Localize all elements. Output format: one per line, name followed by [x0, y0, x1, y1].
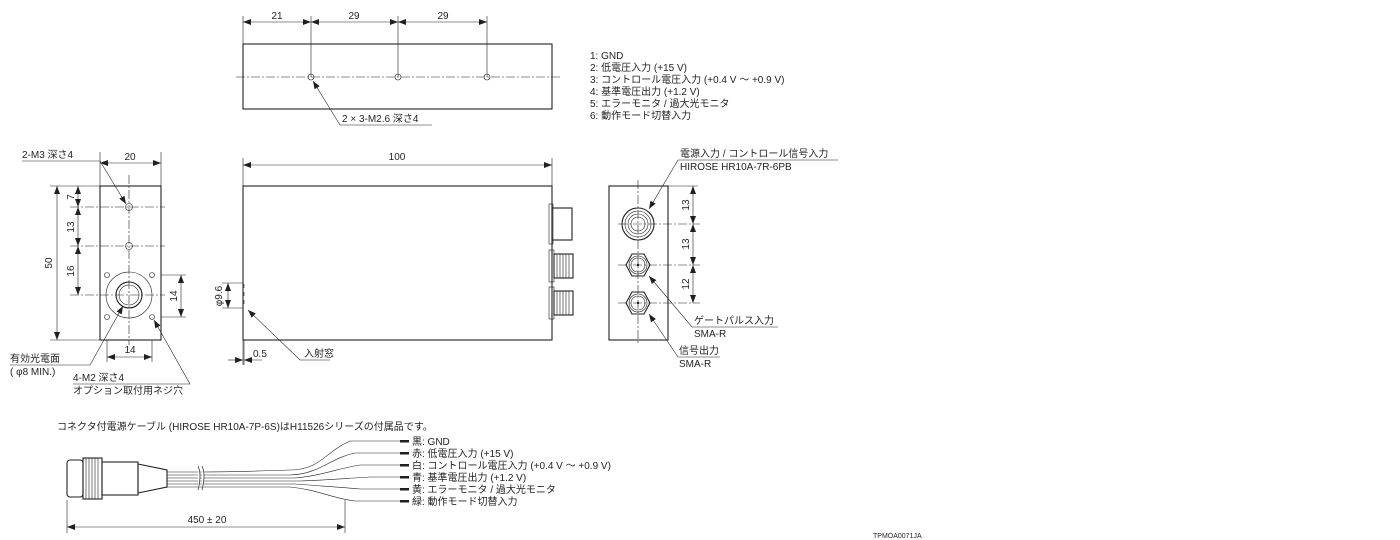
m2-note: 4-M2 深さ4	[73, 372, 125, 384]
front-view-body	[99, 185, 162, 341]
dim-lens-h: 14	[124, 345, 136, 356]
power-connector-model: HIROSE HR10A-7R-6PB	[680, 162, 792, 173]
pin-item: 3: コントロール電圧入力 (+0.4 V ～ +0.9 V)	[590, 73, 785, 86]
dim-29: 29	[348, 11, 360, 22]
power-connector	[551, 207, 573, 241]
pin-item: 6: 動作モード切替入力	[590, 109, 691, 122]
power-cable: コネクタ付電源ケーブル (HIROSE HR10A-7P-6S)はH11526シ…	[57, 420, 611, 533]
drawing-id: TPMOA0071JA	[873, 533, 922, 540]
dim-7: 7	[66, 194, 77, 200]
wire-label: 緑: 動作モード切替入力	[412, 495, 518, 508]
sma-gate-port	[625, 253, 651, 277]
pin-item: 4: 基準電圧出力 (+1.2 V)	[590, 85, 700, 98]
dim-29: 29	[437, 11, 449, 22]
top-view: 21 29 29 2 × 3-M2.6 深さ4	[236, 11, 560, 126]
side-view-body	[242, 185, 553, 341]
m2-hole	[104, 272, 110, 278]
pin-list: 1: GND 2: 低電圧入力 (+15 V) 3: コントロール電圧入力 (+…	[590, 51, 785, 122]
gate-connector-model: SMA-R	[694, 329, 726, 340]
cable-length-dim: 450 ± 20	[188, 515, 227, 526]
photocathode-label: 有効光電面	[10, 352, 60, 365]
back-view: 13 13 12 電源入力 / コントロール信号入力 HIROSE HR10A-…	[608, 147, 838, 370]
cable-connector-cap	[66, 459, 84, 498]
wire-label: 黄: エラーモニタ / 過大光モニタ	[412, 483, 556, 496]
side-view: 100 φ9.6 0.5 入射窓	[214, 152, 574, 365]
m2-hole	[149, 314, 155, 320]
signal-connector-model: SMA-R	[679, 359, 711, 370]
cable-note: コネクタ付電源ケーブル (HIROSE HR10A-7P-6S)はH11526シ…	[57, 420, 433, 433]
dim-window-offset: 0.5	[253, 349, 267, 360]
photocathode	[115, 281, 143, 309]
m2-hole	[149, 272, 155, 278]
wire-label: 白: コントロール電圧入力 (+0.4 V ～ +0.9 V)	[412, 459, 611, 472]
dim-16: 16	[66, 265, 77, 277]
power-label: 電源入力 / コントロール信号入力	[680, 147, 828, 160]
top-view-body	[242, 43, 553, 110]
dim-lens-v: 14	[169, 290, 180, 302]
dim-width: 20	[124, 152, 136, 163]
dim-window-dia: φ9.6	[214, 285, 225, 306]
wire-label: 黒: GND	[412, 436, 450, 448]
dim-21: 21	[271, 11, 283, 22]
dim-13: 13	[66, 221, 77, 233]
m2-desc: オプション取付用ネジ穴	[73, 384, 183, 397]
window-label: 入射窓	[304, 347, 334, 360]
dim-13: 13	[681, 199, 692, 211]
photocathode-size: ( φ8 MIN.)	[10, 367, 55, 378]
m3-hole	[125, 242, 133, 250]
dim-length: 100	[389, 152, 406, 163]
m26-hole	[307, 73, 315, 81]
pin-item: 5: エラーモニタ / 過大光モニタ	[590, 97, 729, 110]
m3-note: 2-M3 深さ4	[22, 149, 74, 161]
hole-note: 2 × 3-M2.6 深さ4	[342, 113, 419, 125]
gate-label: ゲートパルス入力	[694, 314, 774, 327]
back-view-body	[608, 185, 669, 341]
hr10a-connector	[621, 207, 655, 241]
dim-12: 12	[681, 278, 692, 290]
dim-height: 50	[44, 257, 55, 269]
dim-13: 13	[681, 238, 692, 250]
lens-flange	[105, 271, 153, 319]
pin-item: 2: 低電圧入力 (+15 V)	[590, 61, 687, 74]
sma-gate-connector	[553, 253, 574, 279]
signal-label: 信号出力	[679, 344, 719, 357]
wire-label: 青: 基準電圧出力 (+1.2 V)	[412, 471, 526, 484]
m26-hole	[394, 73, 402, 81]
sma-signal-connector	[553, 290, 574, 316]
m3-hole	[125, 203, 133, 211]
front-view: 20 50 7 13 16 14 14 2-M3 深さ4 有効光電面 ( φ8 …	[10, 149, 191, 397]
m2-hole	[104, 314, 110, 320]
pin-item: 1: GND	[590, 51, 623, 62]
sma-signal-port	[625, 291, 651, 315]
wire-label: 赤: 低電圧入力 (+15 V)	[412, 447, 513, 460]
m26-hole	[483, 73, 491, 81]
